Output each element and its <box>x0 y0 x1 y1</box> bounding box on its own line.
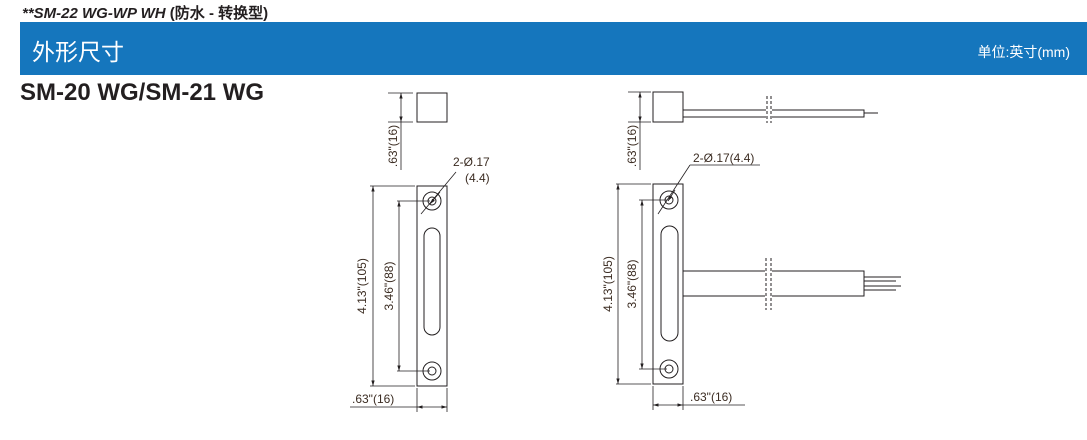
variant-description: (防水 - 转换型) <box>169 5 269 22</box>
side-view-body <box>652 91 684 123</box>
drawing-sm-21: .63"(16) 2-Ø.17(4.4) 4.13"(105) 3.46"(88… <box>601 91 901 410</box>
variant-model: **SM-22 WG-WP WH <box>22 5 166 22</box>
drawing-sm-20: .63"(16) 2-Ø.17 (4.4) 4.13"(105) 3.46"(8… <box>350 92 490 412</box>
width-dimension: .63"(16) <box>352 392 394 406</box>
model-title: SM-20 WG/SM-21 WG <box>20 79 265 106</box>
slot <box>660 225 679 342</box>
unit-label: 单位:英寸(mm) <box>977 44 1070 60</box>
hole-dimension: 2-Ø.17(4.4) <box>693 151 754 165</box>
width-dimension: .63"(16) <box>690 390 732 404</box>
front-view-body <box>416 185 448 387</box>
section-title: 外形尺寸 <box>32 39 124 65</box>
slot <box>423 227 441 336</box>
pitch-dimension: 3.46"(88) <box>625 260 639 309</box>
height-dimension: .63"(16) <box>386 125 400 167</box>
section-header: 外形尺寸 单位:英寸(mm) <box>20 22 1087 75</box>
variant-note: **SM-22 WG-WP WH (防水 - 转换型) <box>22 2 268 23</box>
height-dimension: .63"(16) <box>625 125 639 167</box>
hole-dimension-mm: (4.4) <box>465 171 490 185</box>
length-dimension: 4.13"(105) <box>355 258 369 314</box>
pitch-dimension: 3.46"(88) <box>382 262 396 311</box>
front-cable <box>682 270 865 297</box>
side-cable <box>682 109 865 118</box>
hole-dimension: 2-Ø.17 <box>453 155 490 169</box>
side-view-body <box>416 92 448 123</box>
length-dimension: 4.13"(105) <box>601 256 615 312</box>
